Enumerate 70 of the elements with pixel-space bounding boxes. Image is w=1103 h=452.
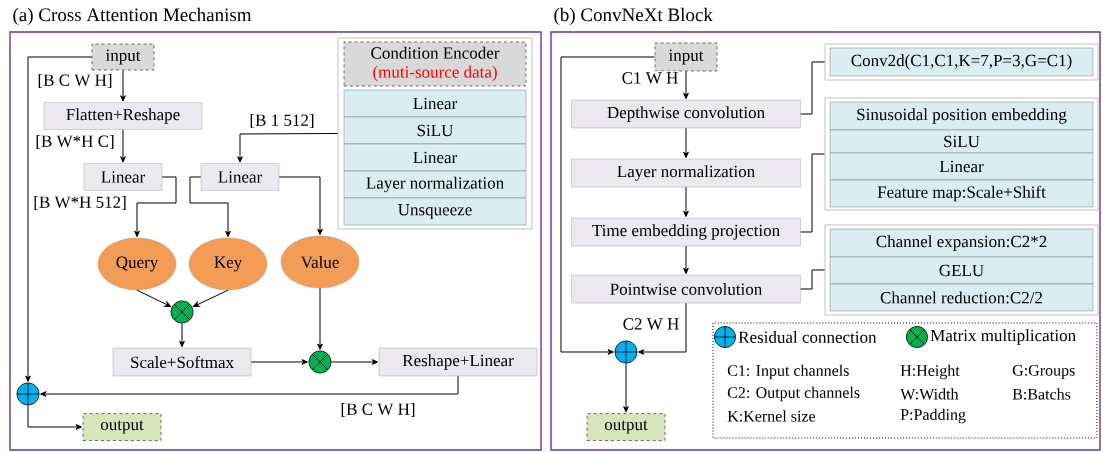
arrow	[683, 70, 689, 100]
abbreviation-note: H:Height	[900, 364, 960, 380]
process-box: Linear	[200, 163, 280, 191]
layer-row: GELU	[829, 256, 1094, 285]
layer-row: Layer normalization	[343, 170, 527, 199]
edge-label: [B W*H 512]	[34, 195, 126, 211]
arrow	[623, 362, 629, 413]
abbreviation-note: K:Kernel size	[727, 410, 816, 422]
arrow	[40, 375, 459, 397]
arrow	[134, 176, 177, 238]
edge-label: [B W*H C]	[36, 134, 114, 150]
abbreviation-note: B:Batchs	[1012, 388, 1071, 400]
legend-text: Residual connection	[738, 331, 877, 343]
edge-label: [B 1 512]	[250, 113, 314, 129]
arrow	[189, 176, 231, 238]
arrow	[278, 176, 323, 236]
layer-row: Channel reduction:C2/2	[829, 283, 1094, 312]
arrow	[120, 129, 126, 163]
arrow	[179, 322, 185, 348]
layer-row: Linear	[829, 152, 1094, 181]
arrow	[683, 127, 689, 159]
arrow	[330, 359, 379, 365]
layer-row: Feature map:Scale+Shift	[829, 179, 1094, 208]
process-box: Depthwise convolution	[571, 99, 801, 129]
sum-symbol	[614, 340, 638, 364]
process-box: Linear	[83, 163, 163, 191]
edge-label: C2 W H	[623, 318, 679, 330]
abbreviation-note: W:Width	[900, 388, 959, 400]
layer-row: Sinusoidal position embedding	[829, 101, 1094, 131]
process-box: Reshape+Linear	[378, 347, 538, 377]
arrow	[120, 69, 126, 102]
arrow	[683, 245, 689, 275]
input-box: input	[91, 43, 155, 71]
encoder-header: Condition Encoder (muti-source data)	[343, 41, 527, 87]
legend-text: Matrix multiplication	[930, 329, 1076, 345]
arrow	[192, 289, 229, 308]
abbreviation-note: P:Padding	[900, 408, 966, 424]
arrow	[250, 359, 308, 365]
multiply-symbol	[308, 350, 332, 374]
output-box: output	[586, 413, 666, 441]
layer-row: Conv2d(C1,C1,K=7,P=3,G=C1)	[829, 47, 1094, 77]
layer-row: Unsqueeze	[343, 197, 527, 226]
arrow	[638, 302, 687, 355]
arrow	[237, 133, 339, 163]
sum-symbol	[16, 382, 40, 406]
abbreviation-note: G:Groups	[1012, 365, 1075, 379]
layer-row: Linear	[343, 143, 527, 172]
process-box: Pointwise convolution	[571, 274, 801, 304]
arrow	[683, 186, 689, 218]
edge-label: [B C W H]	[38, 73, 112, 89]
layer-row: Channel expansion:C2*2	[829, 228, 1094, 258]
arrow	[27, 404, 82, 430]
arrow	[25, 56, 93, 382]
arrow	[317, 287, 323, 350]
edge-label: [B C W H]	[341, 402, 415, 418]
abbreviation-note: C2: Output channels	[727, 386, 860, 402]
layer-row: SiLU	[829, 129, 1094, 154]
arrow	[136, 289, 172, 307]
arrow	[560, 56, 656, 355]
output-box: output	[82, 413, 162, 441]
layer-row: Linear	[343, 89, 527, 118]
process-box: Time embedding projection	[571, 217, 801, 247]
process-box: Flatten+Reshape	[43, 102, 203, 130]
abbreviation-note: C1: Input channels	[727, 364, 849, 380]
process-box: Scale+Softmax	[112, 347, 252, 377]
layer-row: SiLU	[343, 116, 527, 145]
input-box: input	[654, 42, 718, 72]
process-box: Layer normalization	[571, 158, 801, 188]
multiply-symbol	[170, 300, 194, 324]
edge-label: C1 W H	[622, 72, 678, 84]
